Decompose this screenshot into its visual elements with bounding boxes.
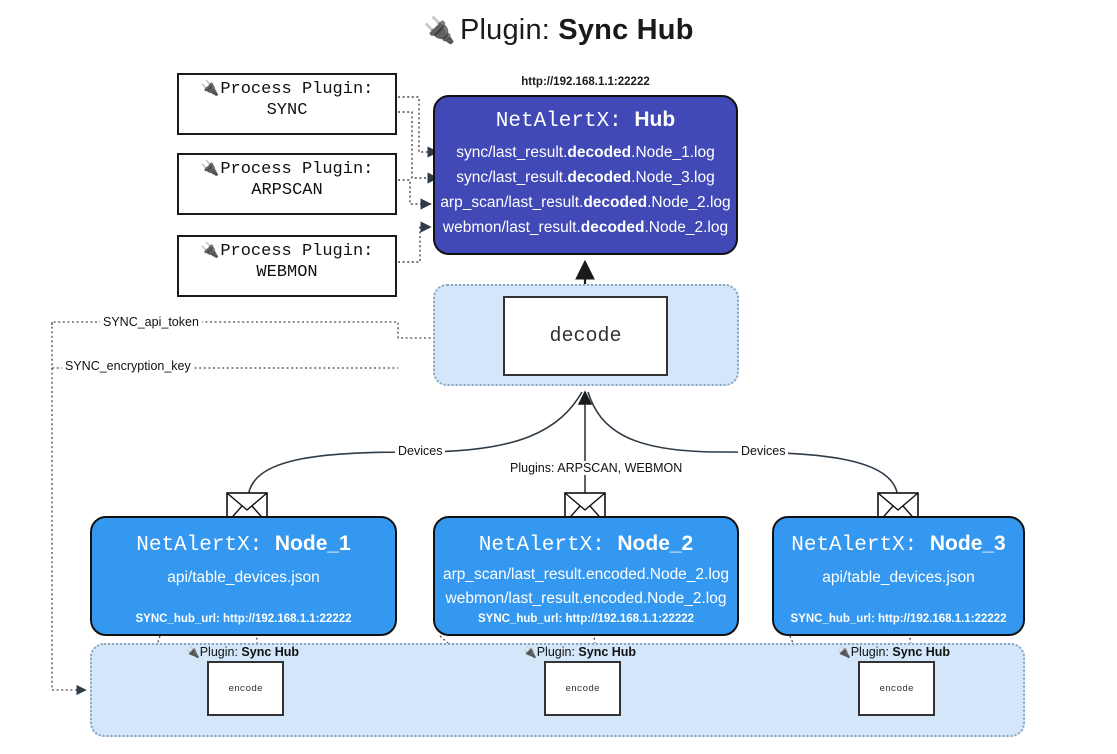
plug-icon: 🔌 (423, 15, 456, 45)
node-2-title-name: Node_2 (617, 532, 694, 555)
node-2-footer: SYNC_hub_url: http://192.168.1.1:22222 (477, 613, 695, 625)
node-3-title: NetAlertX: Node_3 (774, 532, 1023, 557)
node-2-title-prefix: NetAlertX: (478, 534, 618, 557)
hub-log-line: sync/last_result.decoded.Node_3.log (435, 165, 736, 190)
hub-log-pre: sync/last_result. (456, 144, 568, 161)
hub-node[interactable]: NetAlertX: Hub sync/last_result.decoded.… (433, 95, 738, 255)
node-1-footer: SYNC_hub_url: http://192.168.1.1:22222 (135, 613, 352, 625)
node-1-title-prefix: NetAlertX: (136, 534, 275, 557)
plug-icon: 🔌 (186, 647, 200, 659)
hub-log-pre: webmon/last_result. (442, 219, 581, 236)
process-plugin-arpscan-title: Process Plugin: (220, 160, 374, 179)
process-plugin-webmon-name: WEBMON (256, 263, 318, 283)
process-plugin-webmon-header: 🔌Process Plugin: (179, 241, 395, 262)
encode-box-2[interactable]: encode (544, 661, 621, 716)
hub-title-name: Hub (634, 108, 676, 131)
encode-1-plugin-name: Sync Hub (241, 645, 300, 659)
encode-1-plugin-label: 🔌Plugin: Sync Hub (186, 645, 299, 659)
encode-3-plugin-label: 🔌Plugin: Sync Hub (837, 645, 950, 659)
node-3-title-prefix: NetAlertX: (791, 534, 930, 557)
encode-2-plugin-prefix: Plugin: (536, 645, 579, 659)
node-2-title: NetAlertX: Node_2 (435, 532, 737, 557)
sync-api-token-label: SYNC_api_token (100, 315, 202, 329)
hub-log-strong: decoded (567, 144, 632, 161)
process-plugin-sync[interactable]: 🔌Process Plugin: SYNC (177, 73, 397, 135)
encode-3-plugin-name: Sync Hub (892, 645, 951, 659)
encode-2-plugin-name: Sync Hub (578, 645, 637, 659)
process-plugin-arpscan-name: ARPSCAN (251, 181, 323, 201)
edge-label-plugins: Plugins: ARPSCAN, WEBMON (507, 461, 686, 475)
page-title: 🔌Plugin: Sync Hub (0, 14, 1117, 47)
process-plugin-webmon[interactable]: 🔌Process Plugin: WEBMON (177, 235, 397, 297)
encode-1-plugin-prefix: Plugin: (199, 645, 242, 659)
page-title-prefix: Plugin: (459, 14, 559, 46)
plug-icon: 🔌 (523, 647, 537, 659)
node-1-line: api/table_devices.json (167, 569, 320, 586)
node-1[interactable]: NetAlertX: Node_1 api/table_devices.json… (90, 516, 397, 636)
hub-log-post: .Node_1.log (631, 144, 715, 161)
plug-icon: 🔌 (837, 647, 851, 659)
node-3[interactable]: NetAlertX: Node_3 api/table_devices.json… (772, 516, 1025, 636)
hub-log-pre: sync/last_result. (456, 169, 568, 186)
process-plugin-sync-title: Process Plugin: (220, 80, 374, 99)
plug-icon: 🔌 (200, 241, 220, 259)
encode-2-plugin-label: 🔌Plugin: Sync Hub (523, 645, 636, 659)
encode-box-3[interactable]: encode (858, 661, 935, 716)
process-plugin-sync-header: 🔌Process Plugin: (179, 79, 395, 100)
node-2[interactable]: NetAlertX: Node_2 arp_scan/last_result.e… (433, 516, 739, 636)
hub-log-strong: decoded (580, 219, 645, 236)
node-3-footer: SYNC_hub_url: http://192.168.1.1:22222 (790, 613, 1007, 625)
node-1-title: NetAlertX: Node_1 (92, 532, 395, 557)
process-plugin-arpscan-header: 🔌Process Plugin: (179, 159, 395, 180)
encode-3-plugin-prefix: Plugin: (850, 645, 893, 659)
node-2-line: webmon/last_result.encoded.Node_2.log (445, 590, 727, 607)
hub-log-list: sync/last_result.decoded.Node_1.log sync… (435, 140, 736, 240)
plug-icon: 🔌 (200, 79, 220, 97)
hub-title: NetAlertX: Hub (435, 108, 736, 133)
node-1-title-name: Node_1 (274, 532, 351, 555)
hub-log-post: .Node_2.log (647, 194, 731, 211)
process-plugin-sync-name: SYNC (266, 101, 308, 121)
page-title-name: Sync Hub (558, 14, 694, 46)
node-3-title-name: Node_3 (929, 532, 1006, 555)
plug-icon: 🔌 (200, 159, 220, 177)
encode-box-1[interactable]: encode (207, 661, 284, 716)
process-plugin-arpscan[interactable]: 🔌Process Plugin: ARPSCAN (177, 153, 397, 215)
hub-title-prefix: NetAlertX: (495, 110, 635, 133)
sync-encryption-key-label: SYNC_encryption_key (62, 359, 194, 373)
node-2-line: arp_scan/last_result.encoded.Node_2.log (442, 566, 730, 583)
hub-log-strong: decoded (583, 194, 648, 211)
decode-box[interactable]: decode (503, 296, 668, 376)
hub-log-line: sync/last_result.decoded.Node_1.log (435, 140, 736, 165)
edge-label-devices-right: Devices (738, 444, 789, 458)
hub-log-strong: decoded (567, 169, 632, 186)
edge-label-devices-left: Devices (395, 444, 446, 458)
hub-url-label: http://192.168.1.1:22222 (521, 76, 650, 88)
hub-log-post: .Node_2.log (644, 219, 729, 236)
hub-log-line: arp_scan/last_result.decoded.Node_2.log (435, 190, 736, 215)
hub-log-pre: arp_scan/last_result. (440, 194, 584, 211)
hub-log-line: webmon/last_result.decoded.Node_2.log (435, 215, 736, 240)
node-3-line: api/table_devices.json (822, 569, 975, 586)
hub-log-post: .Node_3.log (631, 169, 715, 186)
process-plugin-webmon-title: Process Plugin: (220, 242, 374, 261)
